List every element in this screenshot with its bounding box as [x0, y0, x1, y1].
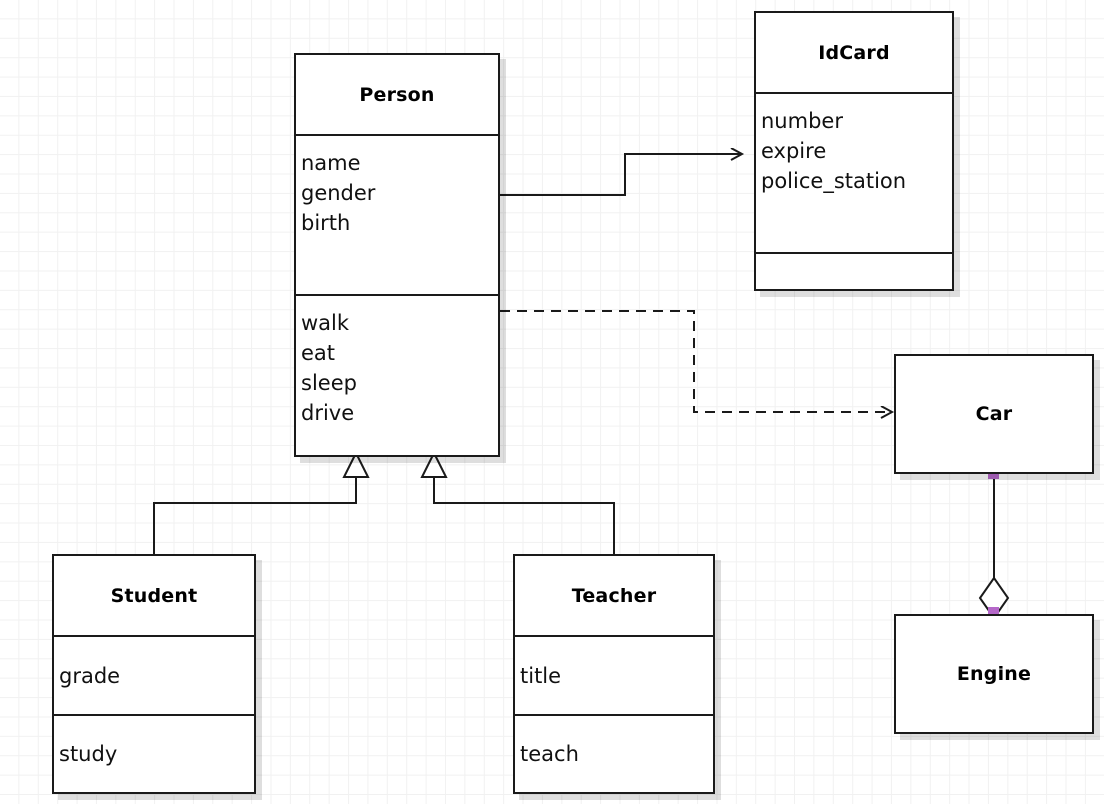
class-name-person: Person	[359, 83, 435, 106]
operation-item: teach	[520, 742, 579, 766]
operation-item: study	[59, 742, 118, 766]
attribute-item: number	[761, 109, 843, 133]
edge-teacher-person[interactable]	[420, 450, 615, 554]
class-name-idcard: IdCard	[818, 41, 890, 64]
attribute-item: expire	[761, 139, 827, 163]
operation-item: walk	[301, 311, 350, 335]
attribute-item: title	[520, 663, 562, 688]
attribute-item: name	[301, 151, 361, 175]
operation-item: eat	[301, 341, 336, 365]
class-name-student: Student	[110, 584, 198, 607]
class-box-car[interactable]: Car	[894, 354, 1094, 474]
attribute-item: police_station	[761, 169, 907, 193]
operation-item: sleep	[301, 371, 357, 395]
class-operations-teacher: teach	[515, 714, 713, 792]
endpoint-handle-engine[interactable]	[988, 607, 999, 618]
class-box-engine[interactable]: Engine	[894, 614, 1094, 734]
class-name-engine: Engine	[956, 663, 1032, 685]
class-operations-idcard	[756, 252, 952, 289]
class-box-idcard[interactable]: IdCard number expire police_station	[754, 11, 954, 291]
attribute-item: gender	[301, 181, 376, 205]
class-attributes-person: name gender birth	[296, 134, 498, 294]
class-operations-person: walk eat sleep drive	[296, 294, 498, 455]
operation-item: drive	[301, 401, 355, 425]
class-box-student[interactable]: Student grade study	[52, 554, 256, 794]
class-box-person[interactable]: Person name gender birth walk eat sleep …	[294, 53, 500, 457]
class-name-teacher: Teacher	[571, 584, 657, 607]
attribute-item: grade	[59, 663, 121, 688]
class-attributes-idcard: number expire police_station	[756, 92, 952, 252]
edge-car-engine[interactable]	[978, 474, 1010, 620]
edge-person-idcard[interactable]	[500, 154, 742, 196]
class-attributes-teacher: title	[515, 635, 713, 714]
class-name-car: Car	[975, 403, 1013, 425]
edge-person-car[interactable]	[500, 310, 892, 412]
edge-student-person[interactable]	[153, 450, 370, 554]
class-operations-student: study	[54, 714, 254, 792]
class-attributes-student: grade	[54, 635, 254, 714]
class-box-teacher[interactable]: Teacher title teach	[513, 554, 715, 794]
attribute-item: birth	[301, 211, 351, 235]
